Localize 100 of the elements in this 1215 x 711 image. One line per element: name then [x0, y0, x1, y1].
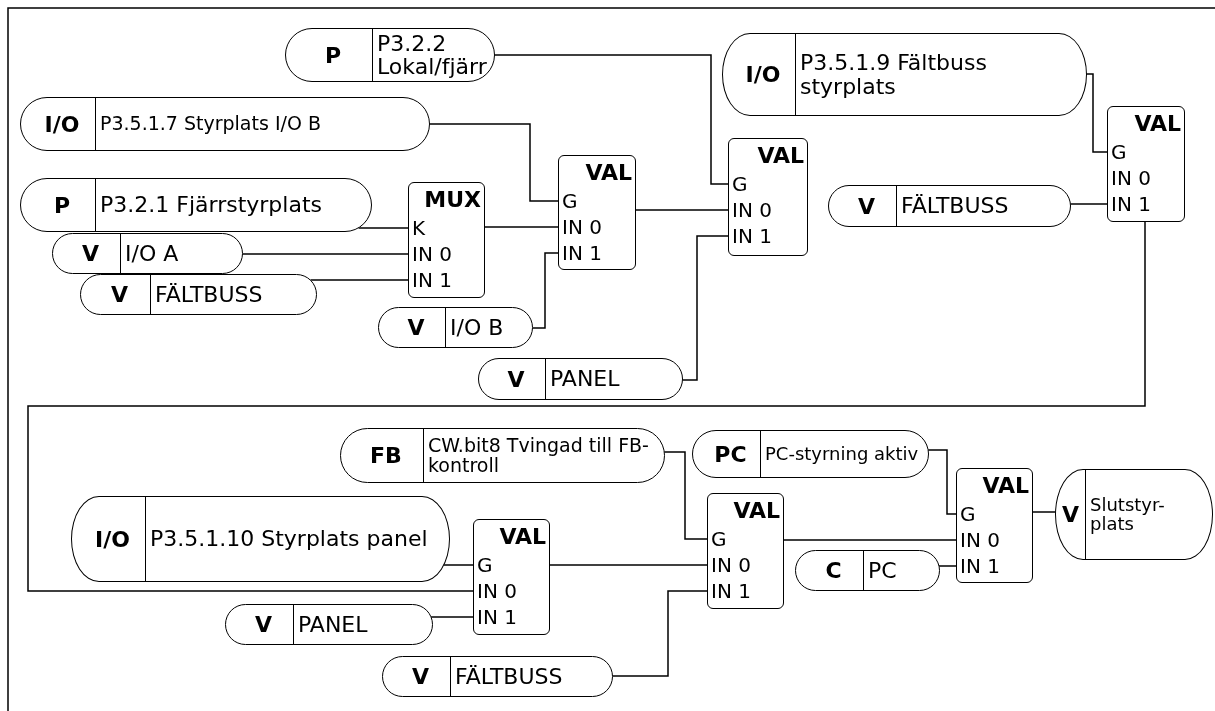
connector-line [484, 226, 559, 228]
port-label: IN 0 [562, 214, 603, 240]
parameter-label: P3.5.1.7 Styrplats I/O B [100, 114, 321, 134]
parameter-pill [1055, 469, 1213, 560]
port-label: K [412, 215, 427, 241]
type-tag: FB [370, 443, 402, 468]
connector-line [531, 252, 559, 329]
function-block [558, 155, 636, 270]
type-tag: I/O [95, 526, 130, 552]
connector-line [430, 616, 474, 618]
parameter-pill [52, 233, 243, 274]
function-block [408, 182, 485, 298]
type-tag: P [53, 192, 71, 218]
parameter-label: P3.2.1 Fjärrstyrplats [100, 193, 322, 217]
parameter-label: I/O B [450, 315, 504, 340]
connector-line [1085, 73, 1108, 153]
parameter-label: PANEL [550, 367, 620, 391]
port-label: G [477, 552, 494, 578]
parameter-pill [828, 185, 1071, 227]
connector-line [549, 564, 708, 566]
block-title: VAL [732, 497, 780, 525]
parameter-label: P3.5.1.9 Fältbuss styrplats [800, 51, 988, 98]
parameter-pill [692, 430, 929, 478]
connector-line [428, 123, 559, 202]
parameter-pill [795, 550, 940, 591]
parameter-label: I/O A [125, 241, 179, 266]
type-tag: I/O [44, 111, 80, 137]
function-block [728, 138, 808, 256]
port-label: IN 1 [1111, 191, 1152, 217]
parameter-label: Slutstyr-plats [1090, 495, 1166, 534]
parameter-label: P3.5.1.10 Styrplats panel [150, 527, 428, 551]
connector-line [493, 54, 729, 185]
port-label: G [1111, 139, 1128, 165]
parameter-label: PANEL [298, 612, 368, 637]
parameter-pill [225, 604, 433, 645]
parameter-pill [80, 274, 317, 315]
parameter-pill [20, 97, 430, 151]
port-label: IN 1 [711, 578, 752, 604]
parameter-pill [285, 28, 495, 82]
type-tag: V [507, 366, 525, 392]
type-tag: V [111, 282, 128, 307]
connector-line [27, 221, 1146, 592]
parameter-label: P3.2.2 Lokal/fjärr [377, 31, 488, 79]
port-label: IN 0 [1111, 165, 1152, 191]
function-block [473, 519, 550, 635]
parameter-label: PC [868, 558, 897, 583]
connector-line [635, 209, 729, 211]
type-tag: C [825, 558, 842, 583]
block-title: VAL [1133, 110, 1181, 138]
parameter-pill [71, 496, 450, 582]
connector-line [309, 279, 409, 281]
block-title: VAL [498, 523, 546, 551]
type-tag: V [255, 612, 272, 637]
parameter-pill [382, 656, 613, 697]
parameter-pill [478, 358, 683, 400]
connector-line [443, 564, 474, 566]
parameter-label: FÄLTBUSS [455, 664, 563, 689]
port-label: G [732, 171, 749, 197]
port-label: G [960, 501, 977, 527]
port-label: IN 1 [960, 553, 1001, 579]
connector-line [783, 539, 957, 541]
connector-line [611, 590, 708, 677]
parameter-label: FÄLTBUSS [901, 194, 1009, 218]
port-label: IN 1 [477, 604, 518, 630]
parameter-label: FÄLTBUSS [155, 282, 263, 307]
type-tag: V [82, 241, 99, 266]
type-tag: P [324, 42, 342, 68]
type-tag: V [1062, 502, 1079, 527]
port-label: IN 0 [732, 197, 773, 223]
parameter-pill [722, 33, 1087, 116]
function-block [707, 493, 784, 609]
port-label: IN 0 [477, 578, 518, 604]
port-label: IN 0 [412, 241, 453, 267]
port-label: IN 1 [412, 267, 453, 293]
function-block [1107, 106, 1185, 222]
connector-line [241, 253, 409, 255]
port-label: G [562, 188, 579, 214]
block-title: VAL [756, 142, 804, 170]
function-block [956, 468, 1033, 583]
parameter-pill [20, 178, 372, 232]
connector-line [681, 235, 729, 381]
port-label: IN 1 [732, 223, 773, 249]
parameter-label: CW.bit8 Tvingad till FB-kontroll [428, 435, 650, 476]
type-tag: V [412, 664, 429, 689]
parameter-label: PC-styrning aktiv [765, 444, 919, 464]
connector-line [663, 451, 708, 540]
block-title: VAL [981, 472, 1029, 500]
port-label: IN 0 [711, 552, 752, 578]
type-tag: V [407, 315, 425, 340]
parameter-pill [378, 307, 533, 348]
port-label: IN 1 [562, 240, 603, 266]
connector-line [1069, 203, 1108, 205]
port-label: IN 0 [960, 527, 1001, 553]
connector-line [927, 449, 957, 515]
type-tag: V [858, 193, 875, 219]
port-label: G [711, 526, 728, 552]
type-tag: PC [714, 441, 747, 467]
connector-line [1032, 511, 1057, 513]
block-title: MUX [423, 186, 481, 214]
connector-line [938, 565, 957, 567]
